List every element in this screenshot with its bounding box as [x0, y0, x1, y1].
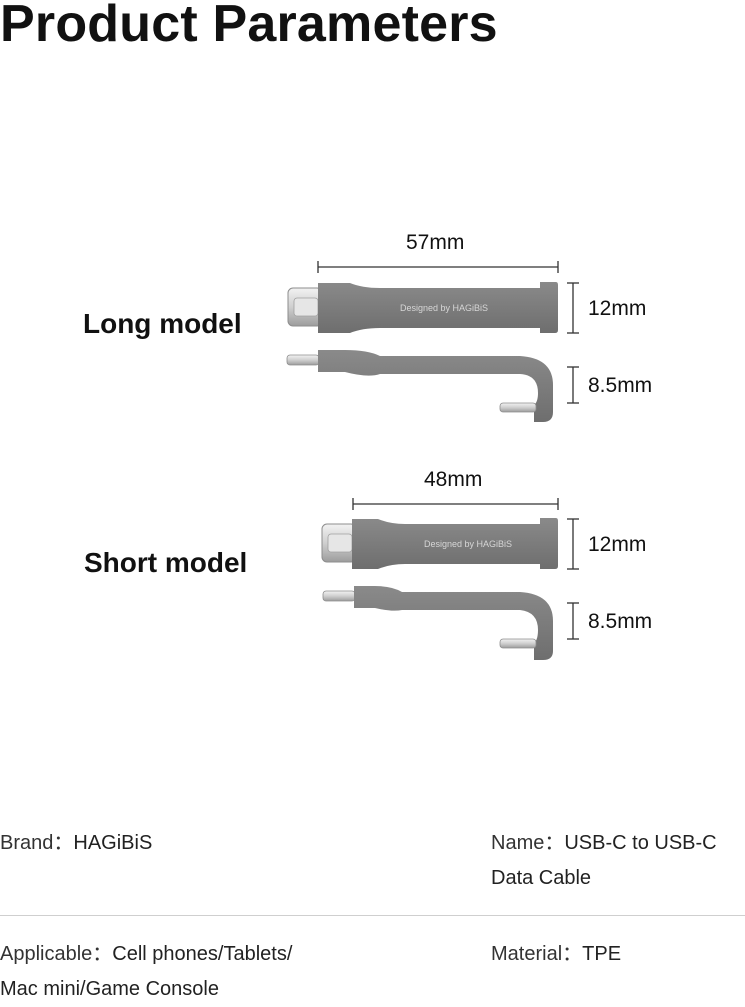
spec-applicable-label: Applicable： — [0, 943, 113, 965]
long-height-dimension-line — [567, 282, 579, 334]
short-length-label: 48mm — [424, 468, 483, 491]
spec-applicable-value: Cell phones/Tablets/ — [112, 943, 293, 965]
spec-brand: Brand：HAGiBiS — [0, 826, 152, 861]
spec-material: Material：TPE — [491, 937, 621, 972]
long-thickness-dimension-line — [567, 366, 579, 404]
long-thickness-label: 8.5mm — [588, 374, 653, 397]
long-body-print: Designed by HAGiBiS — [400, 303, 488, 313]
spec-name: Name：USB-C to USB-C Data Cable — [491, 826, 717, 896]
short-model-label: Short model — [84, 547, 248, 578]
spec-brand-label: Brand： — [0, 832, 74, 854]
long-height-label: 12mm — [588, 297, 647, 320]
spec-brand-value: HAGiBiS — [73, 832, 153, 854]
short-cable-body — [352, 518, 558, 569]
short-body-print: Designed by HAGiBiS — [424, 539, 512, 549]
short-model-illustration: Designed by HAGiBiS — [321, 498, 579, 660]
long-side-usb-c-tip — [286, 354, 320, 366]
long-cable-body — [318, 282, 558, 333]
short-cable-side-profile — [354, 586, 553, 660]
long-model-illustration: Designed by HAGiBiS — [286, 261, 579, 422]
spec-material-label: Material： — [491, 943, 583, 965]
long-width-dimension-line — [317, 261, 559, 273]
page-title: Product Parameters — [0, 0, 498, 53]
long-side-angled-tip — [499, 402, 537, 413]
long-model-label: Long model — [83, 308, 242, 339]
spec-applicable: Applicable：Cell phones/Tablets/ Mac mini… — [0, 937, 292, 1007]
spec-material-value: TPE — [582, 943, 622, 965]
spec-name-value: USB-C to USB-C — [564, 832, 717, 854]
spec-name-value-line2: Data Cable — [491, 867, 592, 889]
short-thickness-dimension-line — [567, 602, 579, 640]
long-length-label: 57mm — [406, 231, 465, 254]
spec-name-label: Name： — [491, 832, 565, 854]
spec-divider — [0, 915, 745, 916]
short-width-dimension-line — [352, 498, 559, 510]
spec-applicable-value-line2: Mac mini/Game Console — [0, 978, 219, 1000]
short-thickness-label: 8.5mm — [588, 610, 653, 633]
long-cable-side-profile — [318, 350, 553, 422]
short-side-angled-tip — [499, 638, 537, 649]
short-height-dimension-line — [567, 518, 579, 570]
product-diagram: Designed by HAGiBiS Designed by HAGiBiS — [286, 261, 579, 660]
short-height-label: 12mm — [588, 533, 647, 556]
short-side-usb-c-tip — [322, 590, 356, 602]
